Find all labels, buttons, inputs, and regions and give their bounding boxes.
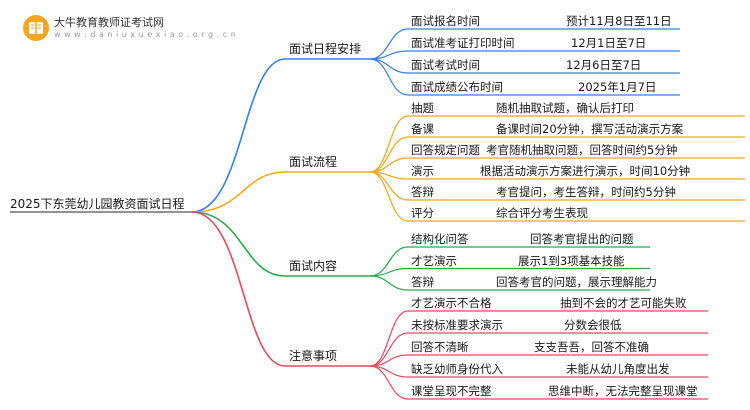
item-value: 思维中断，无法完整呈现课堂 [548, 384, 698, 398]
item-value: 预计11月8日至11日 [566, 14, 672, 28]
item-connector [369, 171, 409, 222]
item-key: 结构化问答 [411, 232, 469, 246]
item-value: 抽到不会的才艺可能失败 [560, 296, 687, 310]
item-connector [369, 28, 409, 60]
item-key: 课堂呈现不完整 [411, 384, 492, 398]
item-key: 答辩 [411, 185, 434, 199]
item-value: 12月1日至7日 [571, 36, 647, 50]
branch-label-0: 面试日程安排 [289, 42, 362, 56]
item-connector [369, 332, 409, 367]
item-key: 回答规定问题 [411, 143, 480, 157]
item-value: 随机抽取试题，确认后打印 [496, 101, 634, 115]
item-value: 考官随机抽取问题，回答时间约5分钟 [486, 143, 678, 157]
branch-label-3: 注意事项 [289, 349, 338, 363]
logo-subtitle: w w w . d a n i u x u e x i a o . o r g … [54, 30, 237, 39]
item-key: 才艺演示不合格 [411, 296, 492, 310]
item-connector [369, 275, 409, 291]
item-connector [369, 58, 409, 74]
item-value: 备课时间20分钟，撰写活动演示方案 [496, 122, 684, 136]
item-connector [369, 310, 409, 367]
item-value: 2025年1月7日 [578, 80, 657, 94]
item-key: 演示 [411, 164, 434, 178]
item-value: 回答考官的问题，展示理解能力 [496, 275, 657, 289]
branch-label-2: 面试内容 [289, 259, 338, 273]
item-value: 分数会很低 [564, 318, 622, 332]
item-key: 面试成绩公布时间 [411, 80, 503, 94]
item-key: 面试准考证打印时间 [411, 36, 515, 50]
item-key: 答辩 [411, 275, 434, 289]
item-value: 考官提问，考生答辩，时间约5分钟 [496, 185, 676, 199]
item-key: 回答不清晰 [411, 340, 469, 354]
item-value: 回答考官提出的问题 [530, 232, 634, 246]
item-value: 支支吾吾，回答不准确 [534, 340, 649, 354]
site-logo: 大牛教育教师证考试网 w w w . d a n i u x u e x i a… [22, 8, 236, 48]
branch-connector [191, 171, 286, 213]
root-topic: 2025下东莞幼儿园教资面试日程 [10, 197, 185, 211]
item-connector [369, 136, 409, 173]
branch-connector [191, 211, 286, 277]
item-key: 面试考试时间 [411, 58, 480, 72]
item-key: 面试报名时间 [411, 14, 480, 28]
item-value: 未能从幼儿角度出发 [566, 362, 670, 376]
item-key: 抽题 [411, 101, 434, 115]
branch-connector [191, 58, 286, 213]
item-key: 评分 [411, 206, 434, 220]
item-value: 根据活动演示方案进行演示，时间10分钟 [480, 164, 691, 178]
logo-book-icon [23, 15, 49, 41]
branch-label-1: 面试流程 [289, 155, 338, 169]
item-key: 缺乏幼师身份代入 [411, 362, 503, 376]
item-connector [369, 115, 409, 173]
item-connector [369, 365, 409, 400]
item-value: 12月6日至7日 [566, 58, 642, 72]
item-value: 综合评分考生表现 [496, 206, 588, 220]
item-key: 未按标准要求演示 [411, 318, 503, 332]
item-key: 才艺演示 [411, 253, 457, 268]
item-connector [369, 58, 409, 96]
item-key: 备课 [411, 122, 434, 136]
logo-title: 大牛教育教师证考试网 [54, 16, 164, 29]
branch-connector [191, 211, 286, 367]
item-value: 展示1到3项基本技能 [518, 253, 625, 268]
